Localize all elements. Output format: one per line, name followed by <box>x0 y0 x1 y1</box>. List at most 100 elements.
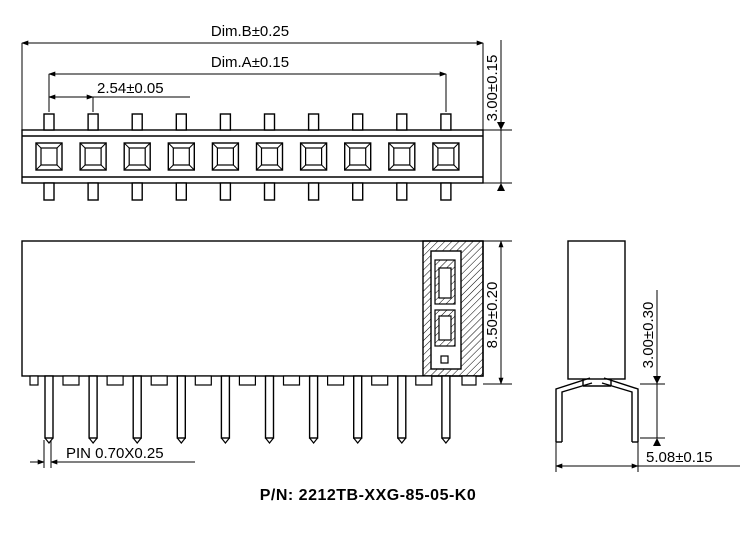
contact-bevel <box>432 142 439 149</box>
top-pin-lower <box>352 182 364 201</box>
standoff <box>327 375 345 386</box>
top-pin-lower <box>219 182 232 201</box>
contact-inner <box>349 147 367 166</box>
contact-bevel <box>233 142 239 149</box>
contact-bevel <box>123 142 130 149</box>
contact-bevel <box>409 142 416 149</box>
contact-bevel <box>256 164 262 171</box>
front-view: 8.50±0.20 PIN 0.70X0.25 <box>21 240 512 468</box>
contact-inner <box>84 147 102 166</box>
contact-bevel <box>365 164 372 171</box>
contact-bevel <box>212 164 218 171</box>
dim-b-label: Dim.B±0.25 <box>211 23 289 40</box>
body-height-label: 8.50±0.20 <box>484 282 501 349</box>
contact-inner <box>393 147 411 166</box>
contact-bevel <box>56 142 63 149</box>
side-view: 3.00±0.30 5.08±0.15 <box>555 240 740 472</box>
standoff <box>194 375 212 386</box>
standoff <box>62 375 80 386</box>
top-pin-upper <box>219 113 232 131</box>
pin-tail <box>397 375 407 439</box>
contact-inner <box>305 147 323 166</box>
side-pin-left-inner <box>561 382 593 442</box>
pin-tail-tip <box>220 437 230 444</box>
contact-bevel <box>188 142 195 149</box>
top-pin-upper <box>307 113 320 131</box>
top-pin-lower <box>440 182 452 201</box>
part-number: P/N: 2212TB-XXG-85-05-K0 <box>260 487 477 504</box>
contact-bevel <box>79 164 86 171</box>
pin-tail <box>176 375 187 439</box>
standoff <box>238 375 256 386</box>
standoff <box>415 375 433 386</box>
contact-bevel <box>167 164 174 171</box>
contact-bevel <box>56 164 63 171</box>
contact-bevel <box>256 142 262 149</box>
top-pin-upper <box>175 113 188 131</box>
front-pins <box>29 375 477 444</box>
top-pin-lower <box>175 182 188 201</box>
contact-bevel <box>35 142 42 149</box>
pin-tail <box>264 375 275 439</box>
contact-bevel <box>35 164 42 171</box>
standoff <box>282 375 301 386</box>
row-spacing-label: 5.08±0.15 <box>646 449 713 466</box>
standoff <box>106 375 124 386</box>
dim-a-label: Dim.A±0.15 <box>211 54 289 71</box>
contact-bevel <box>321 164 327 171</box>
top-pin-upper <box>87 113 99 131</box>
pin-size-label: PIN 0.70X0.25 <box>66 445 164 462</box>
contact-upper-window <box>438 267 452 299</box>
contact-bevel <box>365 142 372 149</box>
top-view: Dim.B±0.25 Dim.A±0.15 2.54±0.05 3.00±0.1… <box>21 23 512 201</box>
contact-inner <box>172 147 190 166</box>
contact-bevel <box>344 164 351 171</box>
contact-bevel <box>144 164 151 171</box>
contact-bevel <box>300 142 306 149</box>
contact-inner <box>128 147 146 166</box>
pin-tail-tip <box>265 437 274 444</box>
contact-bevel <box>212 142 218 149</box>
top-pin-upper <box>396 113 408 131</box>
top-pin-lower <box>307 182 320 201</box>
side-height-arrow-bottom <box>653 438 661 446</box>
top-pin-upper <box>440 113 452 131</box>
top-pin-upper <box>43 113 55 131</box>
contact-inner <box>40 147 58 166</box>
top-height-arrow-bottom <box>497 183 505 191</box>
contact-bevel <box>321 142 327 149</box>
contact-bevel <box>100 164 107 171</box>
top-pin-lower <box>263 182 276 201</box>
side-pin-right-outer <box>603 377 639 442</box>
contact-bevel <box>277 164 283 171</box>
pin-tail <box>441 375 451 439</box>
contact-inner <box>260 147 279 166</box>
pin-tail-tip <box>132 437 142 444</box>
contact-bevel <box>453 164 460 171</box>
side-height-label: 3.00±0.30 <box>640 302 657 369</box>
pin-tail-tip <box>176 437 186 444</box>
side-pin-left-outer <box>555 377 591 442</box>
standoff <box>461 375 477 386</box>
contact-inner <box>437 147 455 166</box>
contact-bevel <box>144 142 151 149</box>
top-pin-upper <box>263 113 276 131</box>
pitch-label: 2.54±0.05 <box>97 80 164 97</box>
top-pin-lower <box>396 182 408 201</box>
pin-tail-tip <box>309 437 319 444</box>
contact-bevel <box>188 164 195 171</box>
contact-bevel <box>167 142 174 149</box>
standoff <box>371 375 389 386</box>
side-height-arrow-top <box>653 376 661 384</box>
contact-bevel <box>79 142 86 149</box>
contact-bevel <box>277 142 283 149</box>
pin-tail <box>308 375 319 439</box>
contact-bevel <box>388 164 395 171</box>
top-height-arrow-top <box>497 122 505 130</box>
top-pin-lower <box>87 182 99 201</box>
standoff <box>150 375 168 386</box>
pin-tail <box>132 375 142 439</box>
pin-tail <box>220 375 231 439</box>
front-housing <box>21 240 484 377</box>
